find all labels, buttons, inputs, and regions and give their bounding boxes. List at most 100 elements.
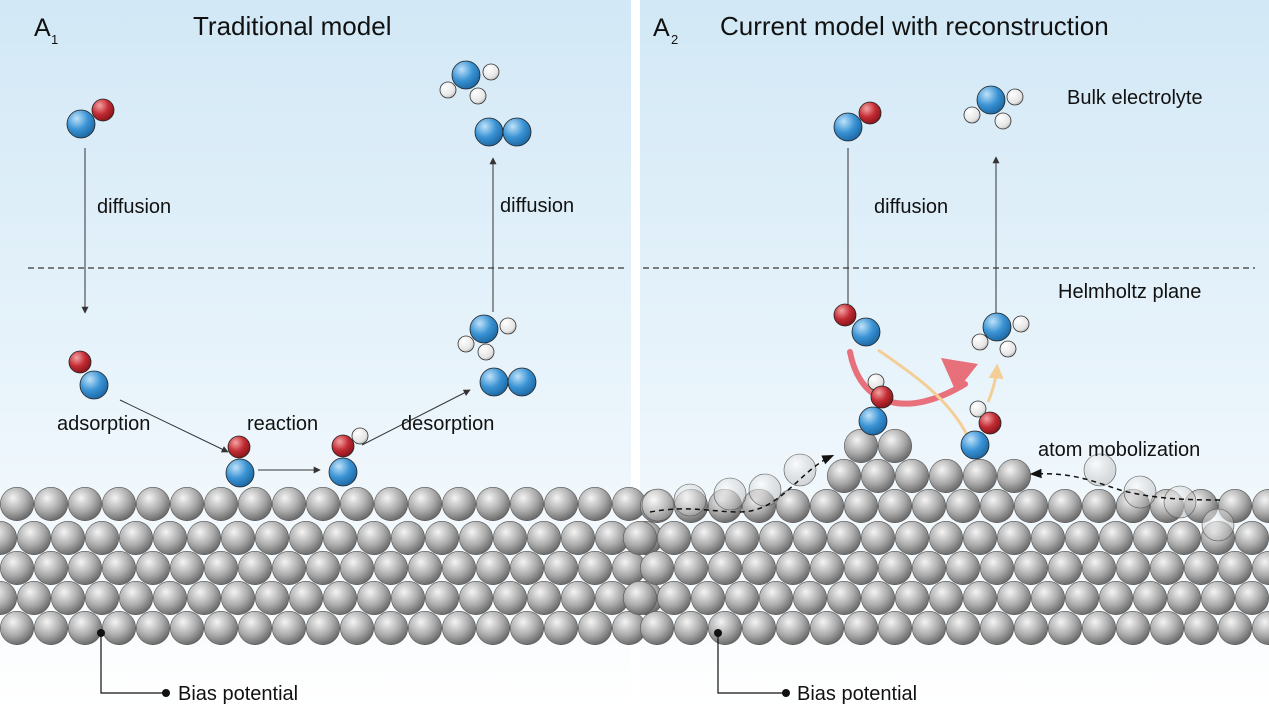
metal-atom: [945, 488, 980, 523]
label-reaction: reaction: [247, 413, 318, 435]
mobilization-path-left: [649, 455, 835, 513]
panel-title-a2: Current model with reconstruction: [720, 11, 1109, 41]
metal-atom: [996, 520, 1031, 555]
metal-atom: [271, 610, 306, 645]
metal-atom: [724, 520, 759, 555]
metal-atom: [85, 520, 120, 555]
metal-atom: [911, 610, 946, 645]
metal-atom: [1235, 521, 1269, 555]
metal-atom: [170, 486, 205, 521]
adsorbate-on-step-right: [960, 400, 1002, 460]
metal-atom: [1116, 550, 1151, 585]
metal-atom: [928, 520, 963, 555]
metal-atom: [390, 520, 425, 555]
metal-atom: [673, 610, 708, 645]
metal-atom: [843, 488, 878, 523]
metal-atom: [170, 610, 205, 645]
metal-atom: [979, 550, 1014, 585]
metal-atom: [707, 610, 742, 645]
metal-atom: [843, 550, 878, 585]
metal-atom: [458, 520, 493, 555]
label-helmholtz-plane: Helmholtz plane: [1058, 281, 1201, 303]
metal-atom: [0, 487, 34, 521]
metal-atom: [475, 610, 510, 645]
label-adsorption: adsorption: [57, 413, 150, 435]
orange-path-arrow-1: [877, 348, 970, 438]
metal-atom: [373, 610, 408, 645]
metal-atom: [1252, 551, 1269, 585]
metal-atom: [792, 520, 827, 555]
metal-atom: [843, 610, 878, 645]
metal-atom: [119, 520, 154, 555]
metal-atom: [187, 520, 222, 555]
metal-atom: [1031, 520, 1066, 555]
panel-label-a1: A: [34, 14, 51, 42]
electrode-lattice-a1: [0, 486, 663, 645]
product-molecule-helmholtz-a2: [971, 312, 1030, 358]
metal-atom: [543, 550, 578, 585]
metal-atom: [50, 580, 86, 615]
metal-atom: [560, 520, 595, 555]
metal-atom: [526, 580, 561, 615]
panel-label-a2-sub: 2: [671, 32, 678, 47]
metal-atom: [1099, 580, 1134, 615]
metal-atom: [441, 550, 476, 585]
metal-atom: [424, 580, 459, 615]
metal-atom: [1150, 550, 1185, 585]
metal-atom: [577, 550, 612, 585]
metal-atom: [68, 550, 103, 585]
metal-atom: [1048, 610, 1083, 645]
metal-atom: [170, 550, 205, 585]
metal-atom: [577, 486, 612, 521]
metal-atom: [424, 520, 459, 555]
metal-atom: [928, 580, 963, 615]
metal-atom: [639, 610, 674, 645]
metal-atom: [1167, 520, 1202, 555]
metal-atom: [775, 488, 810, 523]
metal-atom: [962, 458, 997, 493]
metal-atom: [1167, 580, 1202, 615]
metal-atom: [33, 486, 69, 521]
metal-atom: [407, 610, 442, 645]
metal-atom: [741, 550, 776, 585]
ghost-atom: [783, 453, 817, 487]
metal-atom: [509, 486, 544, 521]
metal-atom: [843, 428, 878, 463]
metal-atom: [356, 580, 391, 615]
metal-atom: [339, 610, 374, 645]
metal-atom: [475, 486, 510, 521]
reactant-molecule-helmholtz-a2: [833, 303, 881, 347]
ghost-atom: [1163, 485, 1197, 519]
metal-atom: [255, 520, 290, 555]
metal-atom: [136, 486, 171, 521]
metal-atom: [809, 550, 844, 585]
metal-atom: [526, 520, 561, 555]
metal-atom: [305, 486, 340, 521]
metal-atom: [622, 520, 657, 555]
metal-atom: [204, 486, 239, 521]
metal-atom: [877, 488, 912, 523]
metal-atom: [68, 486, 103, 521]
metal-atom: [221, 580, 256, 615]
metal-atom: [305, 610, 340, 645]
metal-atom: [543, 486, 578, 521]
metal-atom: [1201, 580, 1236, 615]
metal-atom: [1099, 520, 1134, 555]
metal-atom: [33, 610, 69, 645]
metal-atom: [1252, 489, 1269, 523]
metal-atom: [119, 580, 154, 615]
adsorbed-molecule-a1: [225, 435, 255, 488]
metal-atom: [475, 550, 510, 585]
metal-atom: [136, 610, 171, 645]
metal-atom: [860, 458, 895, 493]
metal-atom: [1065, 520, 1100, 555]
metal-atom: [996, 580, 1031, 615]
metal-atom: [758, 580, 793, 615]
label-diffusion-up-a1: diffusion: [500, 195, 574, 217]
metal-atom: [979, 610, 1014, 645]
metal-atom: [1082, 610, 1117, 645]
metal-atom: [996, 458, 1031, 493]
metal-atom: [979, 488, 1014, 523]
reactant-molecule-helmholtz-a1: [68, 350, 109, 400]
